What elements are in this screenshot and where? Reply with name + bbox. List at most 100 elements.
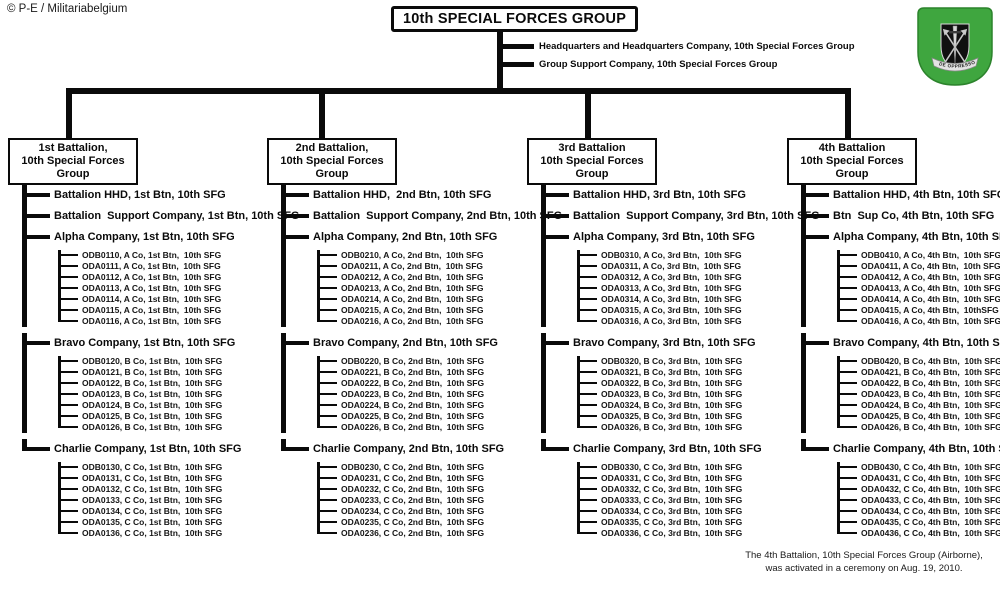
- battalion-parent: 10th Special Forces Group: [800, 155, 904, 180]
- battalion-drop-1: [66, 88, 72, 138]
- team-label: ODA0223, B Co, 2nd Btn, 10th SFG: [341, 389, 485, 399]
- team-label: ODA0222, B Co, 2nd Btn, 10th SFG: [341, 378, 485, 388]
- team-label: ODA0224, B Co, 2nd Btn, 10th SFG: [341, 400, 485, 410]
- battalion-name: 1st Battalion,: [38, 142, 108, 154]
- team-row: ODA0336, C Co, 3rd Btn, 10th SFG: [577, 528, 783, 539]
- unit-row: Battalion HHD, 3rd Btn, 10th SFG: [541, 185, 783, 206]
- unit-row: Alpha Company, 2nd Btn, 10th SFG ODB0210,…: [281, 227, 523, 327]
- title-trunk-connector: [497, 29, 503, 94]
- unit-label: Battalion HHD, 1st Btn, 10th SFG: [54, 189, 226, 201]
- team-row: ODA0235, C Co, 2nd Btn, 10th SFG: [317, 517, 523, 528]
- team-label: ODA0333, C Co, 3rd Btn, 10th SFG: [601, 495, 743, 505]
- team-row: ODB0120, B Co, 1st Btn, 10th SFG: [58, 356, 264, 367]
- team-row: ODA0415, A Co, 4th Btn, 10thSFG: [837, 305, 1000, 316]
- team-label: ODA0122, B Co, 1st Btn, 10th SFG: [82, 378, 223, 388]
- footnote-line-2: was activated in a ceremony on Aug. 19, …: [765, 563, 963, 574]
- main-rail-connector: [66, 88, 851, 94]
- team-row: ODA0332, C Co, 3rd Btn, 10th SFG: [577, 484, 783, 495]
- team-row: ODA0115, A Co, 1st Btn, 10th SFG: [58, 305, 264, 316]
- unit-row: Battalion Support Company, 2nd Btn, 10th…: [281, 206, 563, 227]
- team-label: ODB0110, A Co, 1st Btn, 10th SFG: [82, 250, 222, 260]
- unit-label: Bravo Company, 4th Btn, 10th SFG: [833, 337, 1000, 349]
- team-row: ODA0334, C Co, 3rd Btn, 10th SFG: [577, 506, 783, 517]
- team-row: ODA0126, B Co, 1st Btn, 10th SFG: [58, 422, 264, 433]
- team-label: ODA0322, B Co, 3rd Btn, 10th SFG: [601, 378, 743, 388]
- team-row: ODA0413, A Co, 4th Btn, 10th SFG: [837, 283, 1000, 294]
- team-label: ODB0220, B Co, 2nd Btn, 10th SFG: [341, 356, 485, 366]
- team-row: ODA0424, B Co, 4th Btn, 10th SFG: [837, 400, 1000, 411]
- unit-label: Bravo Company, 2nd Btn, 10th SFG: [313, 337, 498, 349]
- team-row: ODB0310, A Co, 3rd Btn, 10th SFG: [577, 250, 783, 261]
- unit-label: Alpha Company, 4th Btn, 10th SFG: [833, 231, 1000, 243]
- footnote-line-1: The 4th Battalion, 10th Special Forces G…: [745, 550, 983, 561]
- unit-row: Charlie Company, 4th Btn, 10th SFGODB043…: [801, 439, 1000, 539]
- team-label: ODA0415, A Co, 4th Btn, 10thSFG: [861, 305, 999, 315]
- hhc-stub-connector: [500, 44, 534, 49]
- team-label: ODA0236, C Co, 2nd Btn, 10th SFG: [341, 528, 485, 538]
- team-label: ODA0332, C Co, 3rd Btn, 10th SFG: [601, 484, 743, 494]
- unit-label: Alpha Company, 2nd Btn, 10th SFG: [313, 231, 498, 243]
- unit-label: Battalion Support Company, 3rd Btn, 10th…: [573, 210, 820, 222]
- team-row: ODA0433, C Co, 4th Btn, 10th SFG: [837, 495, 1000, 506]
- team-label: ODA0212, A Co, 2nd Btn, 10th SFG: [341, 272, 484, 282]
- battalion-parent: 10th Special Forces Group: [540, 155, 644, 180]
- unit-row: Bravo Company, 2nd Btn, 10th SFG ODB0220,…: [281, 333, 523, 433]
- team-row: ODA0116, A Co, 1st Btn, 10th SFG: [58, 316, 264, 327]
- team-row: ODB0230, C Co, 2nd Btn, 10th SFG: [317, 462, 523, 473]
- team-label: ODA0336, C Co, 3rd Btn, 10th SFG: [601, 528, 743, 538]
- unit-label: Charlie Company, 3rd Btn, 10th SFG: [573, 443, 762, 455]
- team-label: ODA0435, C Co, 4th Btn, 10th SFG: [861, 517, 1000, 527]
- team-label: ODA0114, A Co, 1st Btn, 10th SFG: [82, 294, 222, 304]
- team-label: ODA0423, B Co, 4th Btn, 10th SFG: [861, 389, 1000, 399]
- battalion-name: 4th Battalion: [818, 142, 886, 154]
- activation-footnote: The 4th Battalion, 10th Special Forces G…: [735, 549, 993, 575]
- team-row: ODA0132, C Co, 1st Btn, 10th SFG: [58, 484, 264, 495]
- team-label: ODA0312, A Co, 3rd Btn, 10th SFG: [601, 272, 742, 282]
- unit-row: Battalion HHD, 1st Btn, 10th SFG: [22, 185, 264, 206]
- unit-label: Battalion Support Company, 2nd Btn, 10th…: [313, 210, 563, 222]
- gsc-stub-connector: [500, 62, 534, 67]
- battalion-drop-3: [585, 88, 591, 138]
- battalion-unit-list: Battalion HHD, 3rd Btn, 10th SFG Battalio…: [541, 185, 820, 539]
- team-row: ODA0325, B Co, 3rd Btn, 10th SFG: [577, 411, 783, 422]
- team-label: ODA0334, C Co, 3rd Btn, 10th SFG: [601, 506, 743, 516]
- unit-row: Battalion Support Company, 1st Btn, 10th…: [22, 206, 299, 227]
- unit-label: Charlie Company, 2nd Btn, 10th SFG: [313, 443, 505, 455]
- team-row: ODA0223, B Co, 2nd Btn, 10th SFG: [317, 389, 523, 400]
- team-label: ODA0231, C Co, 2nd Btn, 10th SFG: [341, 473, 485, 483]
- team-row: ODA0435, C Co, 4th Btn, 10th SFG: [837, 517, 1000, 528]
- team-label: ODB0210, A Co, 2nd Btn, 10th SFG: [341, 250, 484, 260]
- team-row: ODA0316, A Co, 3rd Btn, 10th SFG: [577, 316, 783, 327]
- team-label: ODA0413, A Co, 4th Btn, 10th SFG: [861, 283, 1000, 293]
- battalion-name: 3rd Battalion: [558, 142, 626, 154]
- team-label: ODA0323, B Co, 3rd Btn, 10th SFG: [601, 389, 743, 399]
- team-label: ODA0132, C Co, 1st Btn, 10th SFG: [82, 484, 223, 494]
- team-label: ODA0123, B Co, 1st Btn, 10th SFG: [82, 389, 223, 399]
- team-label: ODA0422, B Co, 4th Btn, 10th SFG: [861, 378, 1000, 388]
- team-row: ODA0331, C Co, 3rd Btn, 10th SFG: [577, 473, 783, 484]
- team-label: ODA0112, A Co, 1st Btn, 10th SFG: [82, 272, 222, 282]
- team-row: ODA0111, A Co, 1st Btn, 10th SFG: [58, 261, 264, 272]
- team-row: ODA0124, B Co, 1st Btn, 10th SFG: [58, 400, 264, 411]
- team-label: ODA0311, A Co, 3rd Btn, 10th SFG: [601, 261, 742, 271]
- team-row: ODA0131, C Co, 1st Btn, 10th SFG: [58, 473, 264, 484]
- team-label: ODA0225, B Co, 2nd Btn, 10th SFG: [341, 411, 485, 421]
- beret-flash-insignia: DE OPPRESSO LIBER: [915, 6, 993, 86]
- team-row: ODA0114, A Co, 1st Btn, 10th SFG: [58, 294, 264, 305]
- team-row: ODA0113, A Co, 1st Btn, 10th SFG: [58, 283, 264, 294]
- team-label: ODA0233, C Co, 2nd Btn, 10th SFG: [341, 495, 485, 505]
- team-label: ODA0226, B Co, 2nd Btn, 10th SFG: [341, 422, 485, 432]
- team-label: ODA0416, A Co, 4th Btn, 10th SFG: [861, 316, 1000, 326]
- team-label: ODA0232, C Co, 2nd Btn, 10th SFG: [341, 484, 485, 494]
- battalion-column: 4th Battalion 10th Special Forces Group …: [787, 138, 1000, 545]
- battalion-drop-2: [319, 88, 325, 138]
